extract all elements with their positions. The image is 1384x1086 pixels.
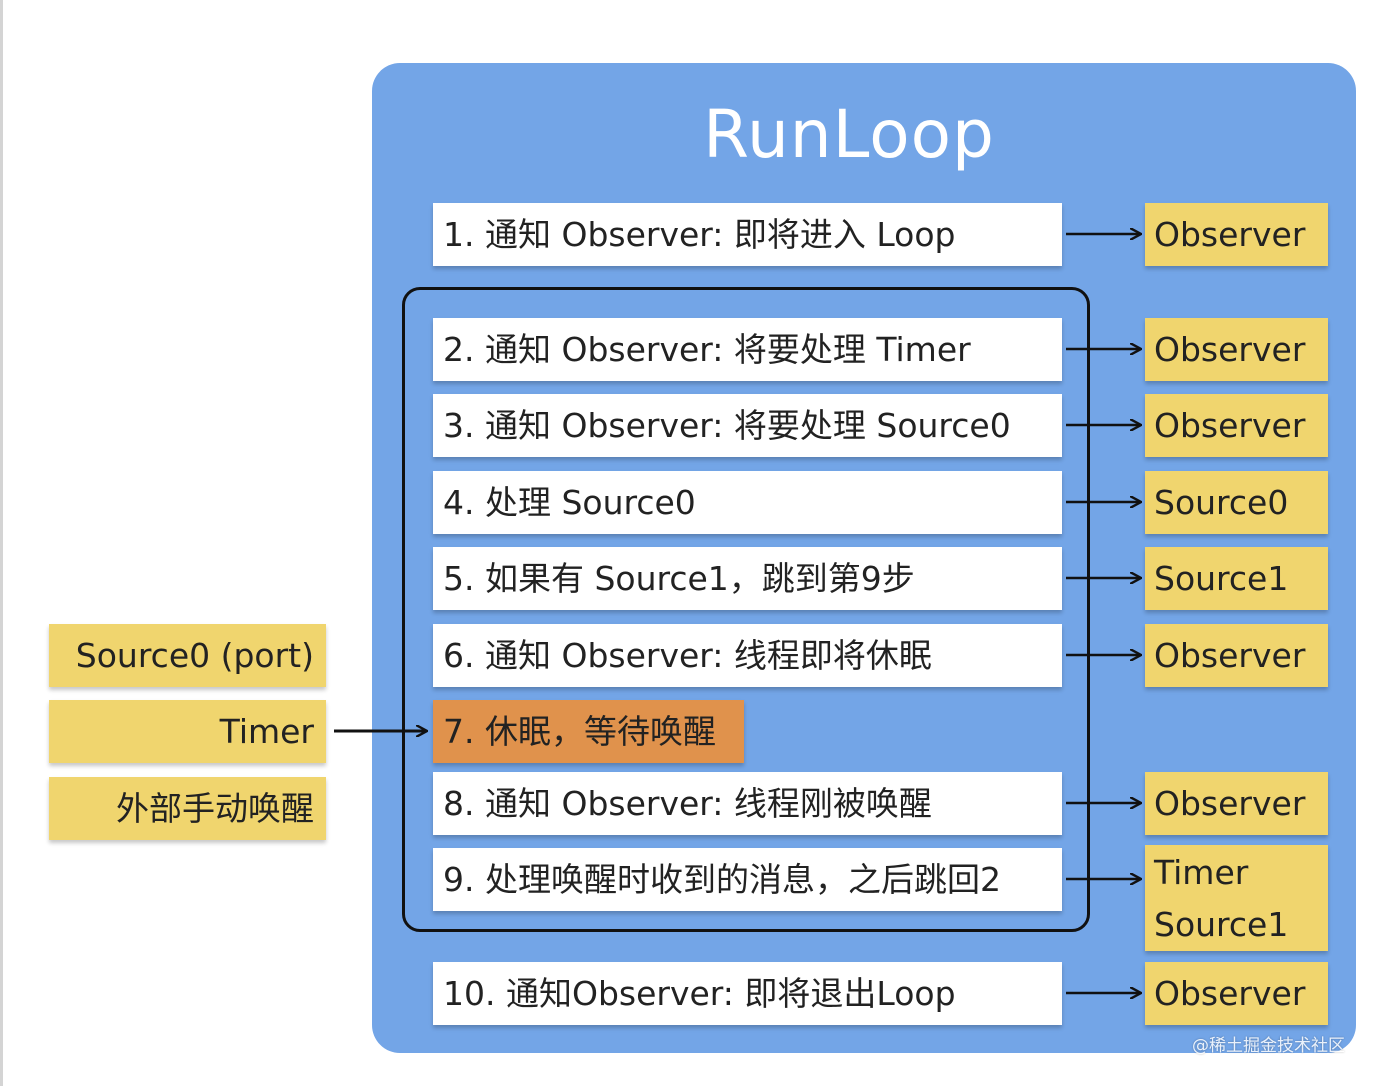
left-edge-line (0, 0, 3, 1086)
step-9-box: 9. 处理唤醒时收到的消息，之后跳回2 (433, 848, 1062, 911)
step-9-target-source1: Source1 (1154, 905, 1289, 944)
step-4-box: 4. 处理 Source0 (433, 471, 1062, 534)
wake-source-source0-port: Source0 (port) (49, 624, 326, 687)
step-2-target-tag: Observer (1145, 318, 1328, 381)
wake-source-timer: Timer (49, 700, 326, 763)
runloop-title: RunLoop (703, 96, 995, 173)
step-9-target-timer: Timer (1154, 853, 1249, 892)
watermark: @稀土掘金技术社区 (1192, 1036, 1345, 1056)
step-1-box: 1. 通知 Observer: 即将进入 Loop (433, 203, 1062, 266)
step-6-target-tag: Observer (1145, 624, 1328, 687)
step-5-target-tag: Source1 (1145, 547, 1328, 610)
step-3-target-tag: Observer (1145, 394, 1328, 457)
step-1-target-tag: Observer (1145, 203, 1328, 266)
step-6-box: 6. 通知 Observer: 线程即将休眠 (433, 624, 1062, 687)
loop-frame (402, 287, 1090, 932)
step-3-box: 3. 通知 Observer: 将要处理 Source0 (433, 394, 1062, 457)
step-10-box: 10. 通知Observer: 即将退出Loop (433, 962, 1062, 1025)
step-10-target-tag: Observer (1145, 962, 1328, 1025)
step-8-box: 8. 通知 Observer: 线程刚被唤醒 (433, 772, 1062, 835)
step-2-box: 2. 通知 Observer: 将要处理 Timer (433, 318, 1062, 381)
step-4-target-tag: Source0 (1145, 471, 1328, 534)
step-9-target-tag: Timer Source1 (1145, 845, 1328, 951)
wake-source-manual: 外部手动唤醒 (49, 777, 326, 840)
step-8-target-tag: Observer (1145, 772, 1328, 835)
step-7-sleep-box: 7. 休眠，等待唤醒 (433, 700, 744, 763)
step-5-box: 5. 如果有 Source1，跳到第9步 (433, 547, 1062, 610)
